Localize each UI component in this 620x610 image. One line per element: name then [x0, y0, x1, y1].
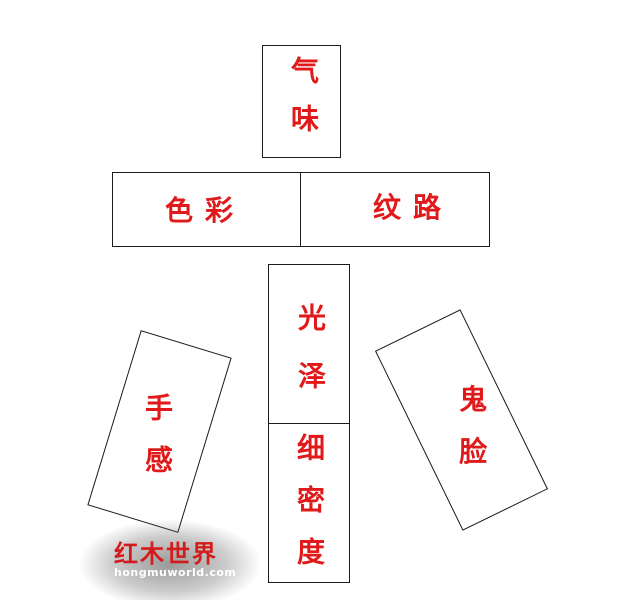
qiwei-box: 气味 [262, 45, 341, 158]
watermark-shadow [80, 520, 260, 600]
wenlu-label: 纹路 [373, 191, 454, 224]
ximidu-box: 细密度 [268, 423, 350, 589]
guangze-label: 光泽 [294, 303, 327, 419]
watermark-url: hongmuworld.com [114, 566, 237, 579]
ximidu-label: 细密度 [293, 433, 326, 589]
secai-box: 色彩 [112, 172, 302, 247]
guangze-box: 光泽 [268, 264, 350, 424]
qiwei-label: 气味 [287, 56, 320, 152]
watermark-title: 红木世界 [114, 539, 218, 568]
secai-label: 色彩 [165, 194, 246, 227]
guilian-box: 鬼脸 [374, 309, 549, 531]
wenlu-box: 纹路 [300, 172, 490, 247]
shougan-box: 手感 [87, 330, 232, 533]
shougan-label: 手感 [140, 392, 174, 497]
guilian-label: 鬼脸 [455, 384, 489, 489]
